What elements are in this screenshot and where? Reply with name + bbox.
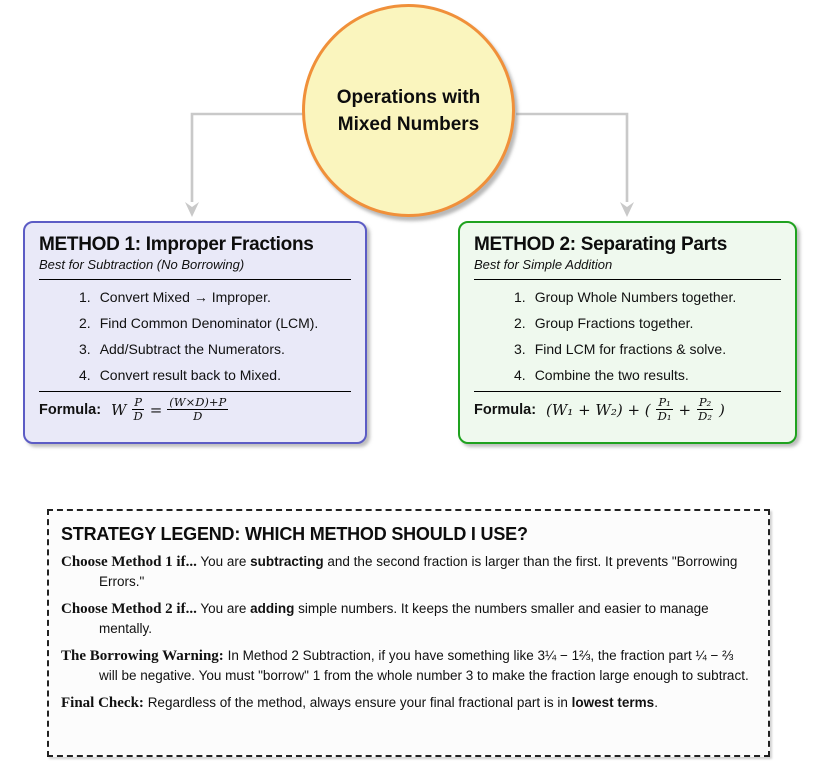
legend-text: You are	[200, 601, 251, 616]
math-plus: +	[678, 400, 692, 419]
root-node-bubble: Operations with Mixed Numbers	[302, 4, 515, 217]
fraction-denominator: D₂	[698, 409, 712, 423]
legend-item-method1: Choose Method 1 if... You are subtractin…	[61, 552, 754, 592]
method1-box: METHOD 1: Improper Fractions Best for Su…	[23, 221, 367, 444]
method2-subtitle: Best for Simple Addition	[474, 257, 613, 272]
legend-item-lead: Choose Method 2 if...	[61, 601, 197, 617]
legend-text-bold: subtracting	[250, 554, 324, 569]
divider	[474, 279, 781, 280]
divider	[474, 391, 781, 392]
method2-title: METHOD 2: Separating Parts	[474, 234, 727, 255]
formula-math: (W₁ + W₂) + ( P₁ D₁ + P₂ D₂ )	[546, 396, 725, 423]
step-number: 4.	[514, 367, 526, 383]
legend-text: and the second fraction is larger than t…	[99, 554, 738, 589]
step-item: 1. Group Whole Numbers together.	[474, 289, 781, 306]
method1-steps: 1. Convert Mixed → Improper. 2. Find Com…	[39, 289, 351, 384]
legend-item-lead: The Borrowing Warning:	[61, 648, 224, 664]
fraction-denominator: D	[193, 409, 203, 423]
legend-text: Regardless of the method, always ensure …	[147, 695, 572, 710]
method1-formula: Formula: W P D = (W×D)+P D	[39, 396, 351, 423]
fraction: P₁ D₁	[656, 396, 674, 423]
strategy-legend-box: STRATEGY LEGEND: WHICH METHOD SHOULD I U…	[47, 509, 770, 757]
fraction-numerator: P₂	[696, 395, 714, 410]
fraction: P₂ D₂	[696, 396, 714, 423]
step-number: 3.	[79, 341, 91, 357]
step-text: Convert result back to Mixed.	[99, 367, 281, 383]
legend-text: In Method 2 Subtraction, if you have som…	[99, 648, 749, 683]
step-text: Combine the two results.	[534, 367, 689, 383]
legend-item-final-check: Final Check: Regardless of the method, a…	[61, 693, 754, 713]
step-item: 4. Combine the two results.	[474, 367, 781, 384]
step-text: Group Whole Numbers together.	[534, 289, 737, 305]
step-number: 4.	[79, 367, 91, 383]
step-text: Group Fractions together.	[534, 315, 694, 331]
fraction: (W×D)+P D	[167, 395, 229, 423]
math-equals: =	[149, 400, 163, 419]
step-text: Find LCM for fractions & solve.	[534, 341, 727, 357]
fraction-denominator: D₁	[657, 409, 672, 423]
arrowhead-left	[185, 202, 199, 217]
step-text: Find Common Denominator (LCM).	[99, 315, 319, 331]
step-number: 2.	[79, 315, 91, 331]
method2-formula: Formula: (W₁ + W₂) + ( P₁ D₁ + P₂ D₂ )	[474, 396, 781, 423]
step-number: 2.	[514, 315, 526, 331]
method1-title: METHOD 1: Improper Fractions	[39, 234, 314, 255]
step-text: Convert Mixed → Improper.	[99, 289, 271, 305]
step-number: 1.	[514, 289, 526, 305]
step-number: 3.	[514, 341, 526, 357]
step-item: 3. Find LCM for fractions & solve.	[474, 341, 781, 358]
step-item: 4. Convert result back to Mixed.	[39, 367, 351, 384]
legend-text: .	[654, 695, 658, 710]
root-title-line-2: Mixed Numbers	[337, 113, 480, 135]
fraction-numerator: P₁	[656, 395, 673, 410]
math-term: (W₁ + W₂) + (	[546, 400, 651, 419]
arrowhead-right	[620, 202, 634, 217]
math-term: W	[111, 400, 127, 419]
formula-label: Formula:	[474, 401, 537, 418]
fraction-denominator: D	[133, 409, 143, 423]
formula-math: W P D = (W×D)+P D	[111, 395, 229, 423]
step-text: Add/Subtract the Numerators.	[99, 341, 285, 357]
fraction: P D	[131, 396, 144, 423]
step-item: 2. Group Fractions together.	[474, 315, 781, 332]
fraction-numerator: (W×D)+P	[167, 395, 229, 410]
fraction-numerator: P	[132, 395, 144, 410]
root-title-line-1: Operations with	[336, 86, 481, 108]
legend-text-bold: lowest terms	[571, 695, 655, 710]
divider	[39, 391, 351, 392]
legend-text-bold: adding	[250, 601, 295, 616]
step-item: 3. Add/Subtract the Numerators.	[39, 341, 351, 358]
legend-item-method2: Choose Method 2 if... You are adding sim…	[61, 599, 754, 639]
legend-title: STRATEGY LEGEND: WHICH METHOD SHOULD I U…	[61, 524, 528, 544]
legend-item-lead: Choose Method 1 if...	[61, 554, 197, 570]
step-item: 2. Find Common Denominator (LCM).	[39, 315, 351, 332]
legend-text: simple numbers. It keeps the numbers sma…	[99, 601, 709, 636]
method2-box: METHOD 2: Separating Parts Best for Simp…	[458, 221, 797, 444]
legend-item-lead: Final Check:	[61, 695, 144, 711]
method2-steps: 1. Group Whole Numbers together. 2. Grou…	[474, 289, 781, 384]
divider	[39, 279, 351, 280]
legend-item-borrowing-warning: The Borrowing Warning: In Method 2 Subtr…	[61, 646, 754, 686]
step-number: 1.	[79, 289, 91, 305]
legend-text: You are	[200, 554, 251, 569]
method1-subtitle: Best for Subtraction (No Borrowing)	[39, 257, 245, 272]
formula-label: Formula:	[39, 401, 102, 418]
step-item: 1. Convert Mixed → Improper.	[39, 289, 351, 306]
math-term: )	[718, 400, 725, 419]
